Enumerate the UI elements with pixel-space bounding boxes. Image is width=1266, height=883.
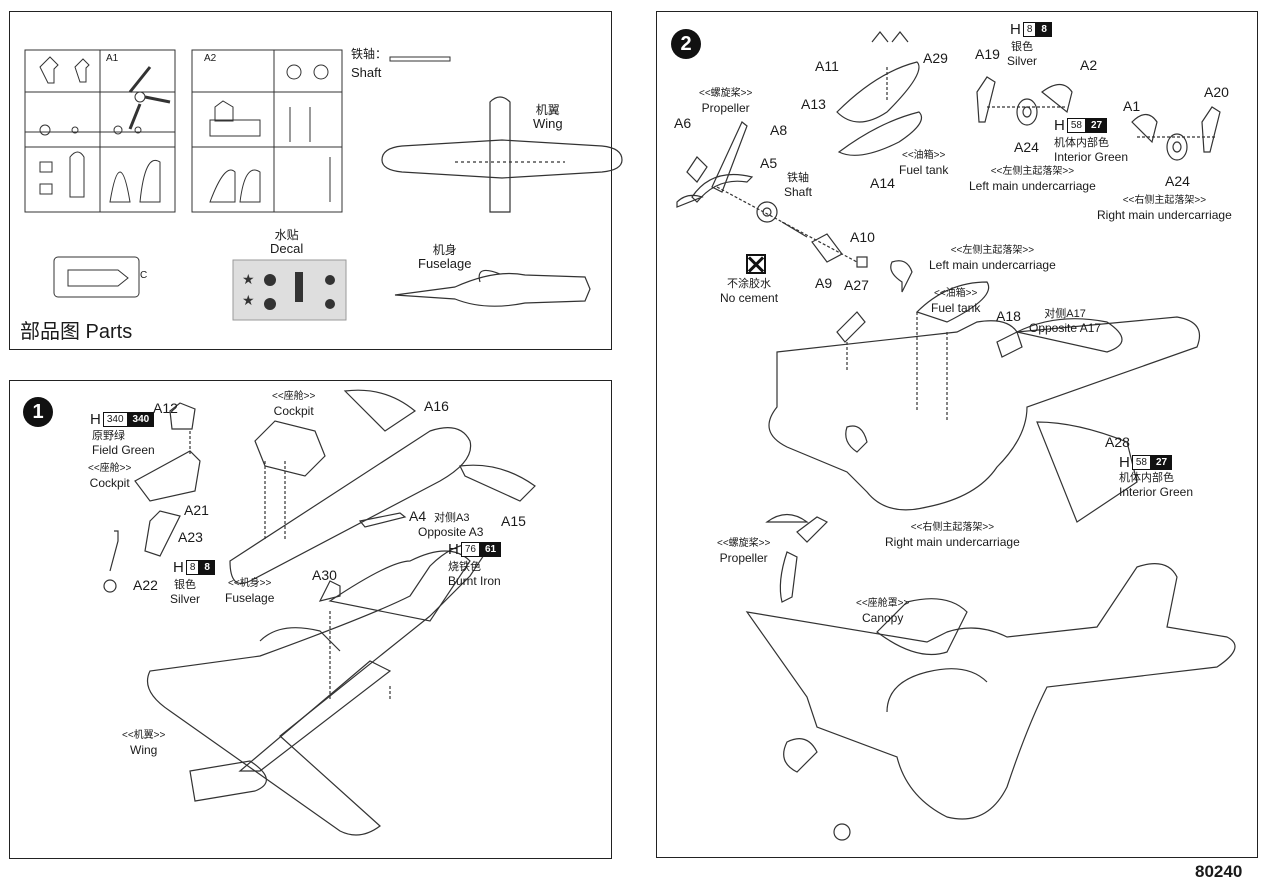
part-a4: A4	[409, 508, 427, 524]
paint-interior-green-mid: H 58 27	[1119, 454, 1173, 471]
left-uc-mid-label: <<左侧主起落架>> Left main undercarriage	[929, 245, 1056, 272]
decal-label: 水贴 Decal	[270, 228, 304, 256]
part-a11: A11	[815, 58, 839, 74]
part-a15: A15	[501, 513, 526, 529]
opposite-a17-label: 对侧A17 Opposite A17	[1029, 308, 1102, 335]
parts-title: 部品图 Parts	[20, 321, 133, 343]
svg-text:★: ★	[242, 272, 255, 288]
step2-number: 2	[671, 29, 701, 59]
part-a9: A9	[815, 275, 833, 291]
part-a13: A13	[801, 96, 826, 112]
part-a21: A21	[184, 502, 209, 518]
step2-drawings	[676, 31, 1236, 841]
fuselage-label: 机身 Fuselage	[418, 243, 472, 271]
canopy-label: <<座舱罩>> Canopy	[856, 598, 910, 625]
fuselage-step1-label: <<机身>> Fuselage	[225, 578, 275, 605]
svg-text:★: ★	[242, 293, 255, 309]
cockpit-top-label: <<座舱>> Cockpit	[272, 391, 316, 418]
right-uc-top-label: <<右侧主起落架>> Right main undercarriage	[1097, 195, 1232, 222]
paint-silver-step2: H 8 8	[1010, 21, 1052, 38]
sprue-a1-label: A1	[106, 53, 119, 64]
step2-panel: 2 A29 A11 A13 A14 A19 A2 A24 A1 A20 A24 …	[656, 11, 1258, 858]
part-a5: A5	[760, 155, 778, 171]
propeller-top-label: <<螺旋桨>> Propeller	[699, 88, 753, 115]
interior-green-top-label: 机体内部色 Interior Green	[1054, 137, 1129, 164]
burnt-iron-label: 烧铁色 Burnt Iron	[448, 561, 501, 588]
part-a18: A18	[996, 308, 1021, 324]
part-a16: A16	[424, 398, 449, 414]
wing-step1-label: <<机翼>> Wing	[122, 730, 166, 757]
part-a30: A30	[312, 567, 337, 583]
opposite-a3-label: 对侧A3 Opposite A3	[418, 512, 484, 539]
part-a10: A10	[850, 229, 875, 245]
canopy-part-label: C	[140, 270, 148, 281]
part-a24-right: A24	[1165, 173, 1190, 189]
part-a2: A2	[1080, 57, 1098, 73]
parts-panel: ★★ A1 A2 C 铁轴： Shaft 机翼 Wing 水贴 Decal 机身…	[9, 11, 623, 350]
part-a27: A27	[844, 277, 869, 293]
part-a24-left: A24	[1014, 139, 1039, 155]
no-cement-label: 不涂胶水 No cement	[720, 278, 779, 305]
page-code: 80240	[1195, 862, 1243, 881]
sprue-a2-label: A2	[204, 53, 217, 64]
paint-silver-step1: H 8 8	[173, 559, 215, 576]
wing-label: 机翼 Wing	[533, 103, 563, 131]
no-cement-icon	[746, 254, 766, 274]
part-a20: A20	[1204, 84, 1229, 100]
paint-field-green: H 340 340	[90, 411, 155, 428]
silver-label-step1: 银色 Silver	[170, 579, 201, 606]
part-a22: A22	[133, 577, 158, 593]
part-a6: A6	[674, 115, 692, 131]
interior-green-mid-label: 机体内部色 Interior Green	[1119, 472, 1194, 499]
paint-interior-green-top: H 58 27	[1054, 117, 1108, 134]
fuel-tank-mid-label: <<油箱>> Fuel tank	[931, 288, 981, 315]
propeller-mid-label: <<螺旋桨>> Propeller	[717, 538, 771, 565]
part-a23: A23	[178, 529, 203, 545]
part-a29: A29	[923, 50, 948, 66]
part-a1: A1	[1123, 98, 1141, 114]
silver-label-step2: 银色 Silver	[1007, 41, 1038, 68]
part-a19: A19	[975, 46, 1000, 62]
part-a14: A14	[870, 175, 895, 191]
sprue-drawings: ★★	[24, 49, 623, 321]
fuel-tank-top-label: <<油箱>> Fuel tank	[899, 150, 949, 177]
paint-burnt-iron: H 76 61	[448, 541, 502, 558]
field-green-label: 原野绿 Field Green	[92, 430, 155, 457]
shaft-label: 铁轴： Shaft	[351, 47, 388, 80]
right-uc-mid-label: <<右侧主起落架>> Right main undercarriage	[885, 522, 1020, 549]
part-a12: A12	[153, 400, 178, 416]
step1-number: 1	[23, 397, 53, 427]
part-a8: A8	[770, 122, 788, 138]
left-uc-top-label: <<左侧主起落架>> Left main undercarriage	[969, 166, 1096, 193]
part-a28: A28	[1105, 434, 1130, 450]
step1-panel: 1 A12 A21 A23 A22 A16 A15 A4 A30 H 340 3…	[9, 380, 612, 859]
cockpit-left-label: <<座舱>> Cockpit	[88, 463, 132, 490]
shaft-step2-label: 铁轴 Shaft	[784, 172, 813, 199]
